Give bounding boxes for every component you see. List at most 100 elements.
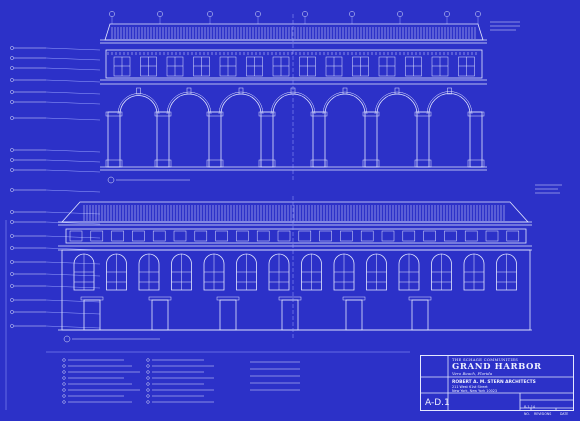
- project-location: Vero Beach, Florida: [452, 371, 493, 376]
- level-marker: [10, 310, 14, 314]
- clerestory-window: [152, 230, 166, 242]
- arched-window: [463, 253, 485, 291]
- firm-name: THE SCHAGE COMMUNITIES: [452, 357, 519, 362]
- level-marker: [10, 234, 14, 238]
- arched-window: [398, 253, 420, 291]
- pier-capital: [105, 111, 123, 117]
- leader: [45, 79, 101, 83]
- grid-bubble: [109, 11, 115, 17]
- arcade-pier: [416, 111, 430, 168]
- leader: [45, 149, 101, 153]
- legend-bullet: [146, 382, 150, 386]
- leader: [45, 117, 101, 121]
- arched-window: [431, 253, 452, 291]
- clerestory-window: [277, 230, 291, 242]
- sheet-number: A-D.1: [425, 398, 450, 408]
- pier-capital: [206, 111, 224, 117]
- grid-bubble: [349, 11, 355, 17]
- arch-molding: [322, 91, 368, 115]
- arch: [119, 95, 158, 115]
- legend-bullet: [62, 370, 66, 374]
- arch-molding: [166, 91, 212, 115]
- arcade-pier: [208, 111, 222, 168]
- level-marker: [10, 260, 14, 264]
- upper-roof: [104, 23, 484, 41]
- legend-bullet: [146, 400, 150, 404]
- arched-window: [106, 253, 127, 291]
- upper-roof-hatch: [111, 27, 476, 39]
- door: [345, 299, 363, 331]
- clerestory-window: [173, 230, 187, 242]
- grid-bubble: [157, 11, 163, 17]
- level-marker: [10, 284, 14, 288]
- right-notes: [490, 21, 562, 194]
- door-lintel: [80, 296, 104, 301]
- view-captions: [63, 176, 190, 343]
- leader: [45, 325, 101, 329]
- legend-bullet: [146, 364, 150, 368]
- level-marker: [10, 148, 14, 152]
- legend-bullet: [62, 394, 66, 398]
- grid-bubble: [444, 11, 450, 17]
- keystone: [447, 87, 452, 95]
- arcade-pier: [107, 111, 121, 168]
- leader: [45, 311, 101, 315]
- keystone: [186, 87, 192, 95]
- pier-capital: [414, 111, 432, 117]
- clerestory-window: [194, 230, 208, 242]
- level-marker: [10, 66, 14, 70]
- door-lintel: [342, 296, 366, 301]
- level-marker: [10, 298, 14, 302]
- clerestory-window: [69, 230, 83, 242]
- leader: [45, 211, 101, 215]
- pier-capital: [154, 111, 172, 117]
- clerestory-window: [423, 230, 436, 242]
- arcade-pier: [260, 111, 274, 168]
- leader: [45, 101, 101, 105]
- leader: [45, 189, 101, 193]
- leader: [45, 285, 101, 289]
- arch: [428, 93, 471, 115]
- keystone: [136, 87, 141, 95]
- clerestory-window: [340, 230, 353, 242]
- upper-loggia: [105, 49, 483, 79]
- legend-bullet: [62, 364, 66, 368]
- legend-bullet: [146, 370, 150, 374]
- legend-bullet: [62, 358, 66, 362]
- arch-molding: [218, 91, 264, 115]
- grid-bubbles-top: [109, 11, 481, 24]
- grid-bubble: [302, 11, 308, 17]
- arch-molding: [117, 93, 160, 115]
- level-marker: [10, 46, 14, 50]
- arched-window: [138, 253, 160, 291]
- arched-window: [268, 253, 290, 291]
- grid-bubble: [207, 11, 213, 17]
- arch-molding: [426, 91, 473, 115]
- level-marker: [10, 158, 14, 162]
- leader: [45, 221, 101, 225]
- upper-arcade: [105, 87, 485, 168]
- level-marker: [10, 188, 14, 192]
- door-lintel: [408, 296, 432, 301]
- pier-capital: [258, 111, 276, 117]
- door: [151, 299, 169, 331]
- level-marker: [10, 220, 14, 224]
- clerestory-window: [402, 230, 416, 242]
- leader: [45, 235, 101, 239]
- level-marker: [10, 324, 14, 328]
- pier-capital: [467, 111, 485, 117]
- level-marker: [10, 168, 14, 172]
- lower-doors: [80, 296, 432, 331]
- lower-roof-hatch: [83, 205, 505, 221]
- arched-window: [203, 253, 225, 291]
- title-block: [420, 355, 574, 411]
- door-lintel: [278, 296, 302, 301]
- arcade-pier: [469, 111, 483, 168]
- clerestory-window: [444, 230, 457, 242]
- architect-address-line1: 211 West 61st Street: [452, 385, 488, 389]
- legend-bullet: [62, 400, 66, 404]
- pier-capital: [362, 111, 380, 117]
- arched-window: [366, 253, 387, 291]
- lower-clerestory: [65, 228, 527, 244]
- arched-window: [301, 253, 322, 291]
